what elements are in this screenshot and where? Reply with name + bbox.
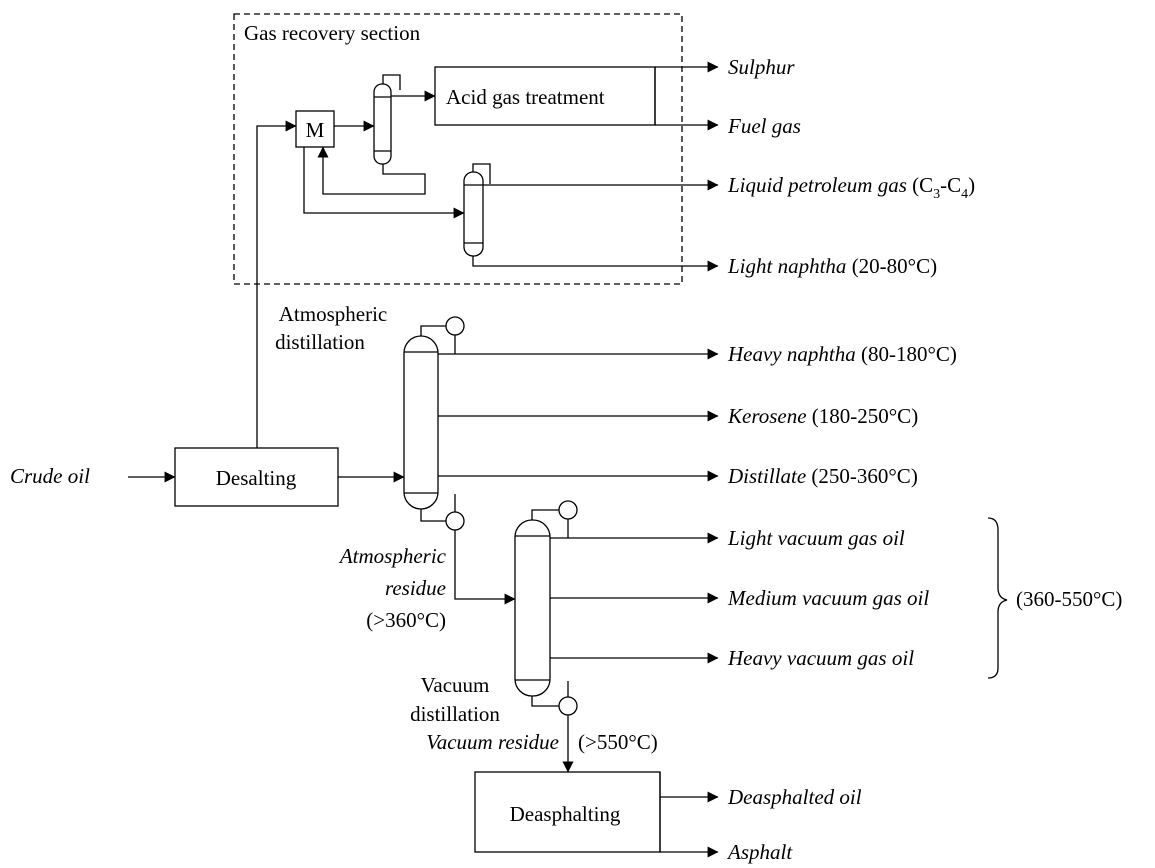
atmospheric-condenser-line [420, 325, 446, 336]
gas-column-1-overhead-stub [382, 74, 401, 90]
atm-residue-label-2: residue [385, 576, 446, 600]
asphalt-label: Asphalt [726, 840, 793, 864]
atmospheric-title-1: Atmospheric [279, 302, 387, 326]
atmospheric-column [403, 335, 439, 510]
atmospheric-reboiler-line [420, 509, 446, 522]
vacuum-residue-range: (>550°C) [578, 730, 658, 754]
gas-column-2-overhead-stub [472, 163, 491, 184]
vacuum-reboiler-line [531, 696, 559, 707]
lpg-range-close: ) [968, 173, 975, 197]
atm-residue-label-1: Atmospheric [338, 544, 447, 568]
distillate-range: (250-360°C) [811, 464, 917, 488]
vacuum-column [514, 519, 551, 697]
gas-feed-line [256, 120, 297, 448]
gas-recovery-section-label: Gas recovery section [244, 21, 421, 45]
lpg-name: Liquid petroleum gas [727, 173, 907, 197]
fuel-gas-label: Fuel gas [727, 114, 801, 138]
lpg-sub-2: 4 [961, 187, 968, 202]
lpg-label: Liquid petroleum gas (C3-C4) [727, 173, 975, 202]
kerosene-label: Kerosene (180-250°C) [727, 404, 918, 428]
heat-exchanger-symbol: M [306, 118, 325, 142]
kerosene-range: (180-250°C) [812, 404, 918, 428]
gas-column-1 [373, 83, 392, 165]
vgo-range-label: (360-550°C) [1016, 587, 1122, 611]
desalting-label: Desalting [216, 466, 297, 490]
vacuum-reboiler-icon [558, 696, 578, 716]
distillate-name: Distillate [727, 464, 806, 488]
vacuum-title-2: distillation [410, 702, 500, 726]
exchanger-to-column-2 [303, 147, 465, 219]
light-vgo-label: Light vacuum gas oil [727, 526, 905, 550]
atm-residue-range: (>360°C) [366, 608, 446, 632]
gas-recovery-section-boundary [233, 13, 683, 285]
sulphur-label: Sulphur [728, 55, 795, 79]
atmospheric-reboiler-icon [445, 511, 465, 531]
vacuum-condenser-icon [558, 500, 578, 520]
lpg-sub-1: 3 [933, 187, 940, 202]
heavy-vgo-label: Heavy vacuum gas oil [727, 646, 914, 670]
desalting-box [174, 447, 339, 507]
deasphalted-oil-label: Deasphalted oil [727, 785, 862, 809]
heavy-naphtha-label: Heavy naphtha (80-180°C) [727, 342, 957, 366]
atmospheric-condenser-icon [445, 316, 465, 336]
medium-vgo-label: Medium vacuum gas oil [727, 586, 929, 610]
light-naphtha-range: (20-80°C) [852, 254, 937, 278]
lpg-range-open: (C [912, 173, 933, 197]
distillate-label: Distillate (250-360°C) [727, 464, 918, 488]
acid-gas-treatment-label: Acid gas treatment [446, 85, 605, 109]
crude-oil-label: Crude oil [10, 464, 90, 488]
vacuum-condenser-line [531, 509, 559, 520]
acid-gas-treatment-box [434, 66, 656, 126]
atmospheric-residue-line [454, 530, 516, 605]
vgo-grouping-brace [987, 517, 1008, 679]
vacuum-title-1: Vacuum [421, 673, 490, 697]
light-naphtha-name: Light naphtha [727, 254, 846, 278]
kerosene-name: Kerosene [727, 404, 807, 428]
light-naphtha-label: Light naphtha (20-80°C) [727, 254, 937, 278]
atmospheric-title-2: distillation [275, 330, 365, 354]
heavy-naphtha-name: Heavy naphtha [727, 342, 856, 366]
heavy-naphtha-range: (80-180°C) [861, 342, 957, 366]
deasphalting-label: Deasphalting [510, 802, 621, 826]
light-naphtha-arrow [472, 256, 719, 272]
lpg-dash: -C [940, 173, 961, 197]
vacuum-residue-label: Vacuum residue [426, 730, 559, 754]
column-1-bottoms-recycle [317, 146, 426, 195]
